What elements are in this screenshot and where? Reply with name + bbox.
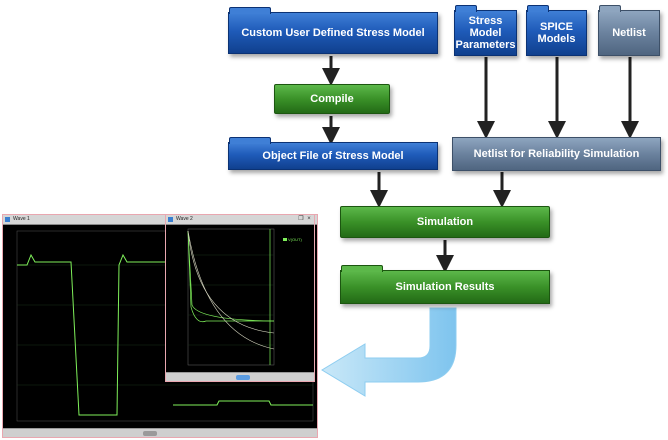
waveform-window-2-scrollbar[interactable]	[166, 372, 314, 381]
waveform-trace-2a	[187, 230, 275, 322]
compile-box: Compile	[274, 84, 390, 114]
waveform-plot-2	[187, 228, 275, 366]
netlist-reliability-label: Netlist for Reliability Simulation	[473, 148, 640, 160]
netlist-label: Netlist	[612, 27, 646, 39]
waveform-trace-2b	[187, 230, 274, 323]
legend-swatch	[283, 238, 287, 241]
waveform-window-2-title: Wave 2	[176, 216, 193, 222]
stress-model-parameters-box: Stress Model Parameters	[454, 5, 517, 56]
waveform-legend: V(OUT)	[283, 237, 302, 242]
scroll-thumb[interactable]	[236, 375, 250, 380]
waveform-window-1-titlebar[interactable]: Wave 1	[3, 215, 317, 225]
netlist-reliability-box: Netlist for Reliability Simulation	[452, 137, 661, 171]
waveform-trace-1b	[173, 400, 313, 406]
netlist-box: Netlist	[598, 5, 660, 56]
results-to-waveform-arrow	[321, 307, 457, 397]
wave-icon	[5, 217, 10, 222]
wave-icon	[168, 217, 173, 222]
close-icon[interactable]: ×	[307, 216, 311, 222]
scroll-thumb[interactable]	[143, 431, 157, 436]
object-file-box: Object File of Stress Model	[228, 137, 438, 170]
legend-label: V(OUT)	[288, 237, 302, 242]
simulation-box: Simulation	[340, 206, 550, 238]
waveform-window-2-titlebar[interactable]: Wave 2 ❐ ×	[166, 215, 314, 225]
custom-stress-model-label: Custom User Defined Stress Model	[241, 27, 425, 39]
simulation-results-box: Simulation Results	[340, 265, 550, 304]
waveform-window-1-scrollbar[interactable]	[3, 428, 317, 437]
simulation-results-label: Simulation Results	[395, 281, 495, 293]
spice-models-label: SPICE Models	[537, 21, 576, 45]
object-file-label: Object File of Stress Model	[262, 150, 404, 162]
waveform-trace-1	[17, 253, 169, 416]
waveform-trace-2c	[187, 230, 275, 350]
compile-label: Compile	[310, 93, 354, 105]
waveform-trace-2d	[187, 230, 275, 334]
spice-models-box: SPICE Models	[526, 5, 587, 56]
stress-model-parameters-label: Stress Model Parameters	[455, 15, 516, 51]
waveform-window-1-title: Wave 1	[13, 216, 30, 222]
waveform-window-2[interactable]: Wave 2 ❐ × V(OUT)	[165, 214, 315, 382]
custom-stress-model-box: Custom User Defined Stress Model	[228, 7, 438, 54]
simulation-label: Simulation	[416, 216, 474, 228]
restore-icon[interactable]: ❐	[298, 216, 304, 222]
